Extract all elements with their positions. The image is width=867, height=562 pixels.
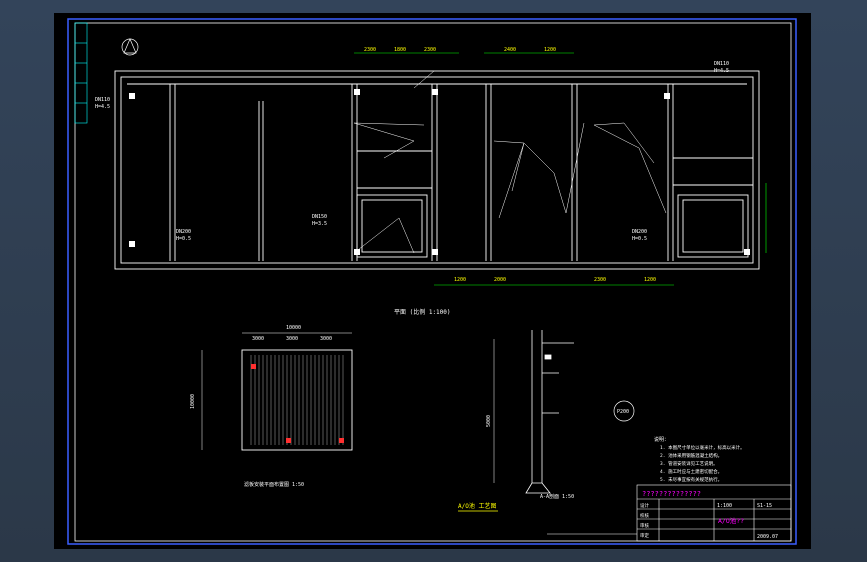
detail-left[interactable] <box>201 332 353 451</box>
detail-mid-caption: A-A剖面 1:50 <box>540 493 574 500</box>
title-project: ?????????????? <box>642 490 701 498</box>
detail-left-total: 10000 <box>286 325 301 331</box>
title-date: 2009.07 <box>757 534 778 540</box>
title-row-4: 审定 <box>640 532 649 539</box>
notes-line-5: 5. 未尽事宜按有关规范执行。 <box>660 476 722 483</box>
dim-top-1: 2300 <box>364 47 376 53</box>
dim-top-3: 2300 <box>424 47 436 53</box>
dim-top-4: 2400 <box>504 47 516 53</box>
plan-label-8: H=0.5 <box>632 236 647 242</box>
title-sheet: S1-15 <box>757 503 772 509</box>
dim-bottom-2: 2000 <box>494 277 506 283</box>
detail-left-dim-2: 3000 <box>286 336 298 342</box>
dim-top-2: 1800 <box>394 47 406 53</box>
notes-line-4: 4. 施工时应与土建密切配合。 <box>660 468 722 475</box>
detail-left-side: 10000 <box>190 394 196 409</box>
plan-dimension-lines <box>354 52 767 286</box>
plan-title: 平面 (比例 1:100) <box>394 308 451 316</box>
dim-bottom-4: 1200 <box>644 277 656 283</box>
title-row-3: 审核 <box>640 522 649 529</box>
plan-label-9: DN110 <box>714 61 729 67</box>
detail-callout-icon <box>613 400 635 422</box>
plan-label-3: DN200 <box>176 229 191 235</box>
notes-line-2: 2. 池体采用钢筋混凝土结构。 <box>660 452 722 459</box>
drawing-sheet[interactable]: 2300 1800 2300 2400 1200 DN110 H=4.5 DN2… <box>54 13 811 549</box>
title-block[interactable] <box>636 484 792 542</box>
plan-label-6: H=3.5 <box>312 221 327 227</box>
inner-frame <box>74 22 792 542</box>
notes-line-1: 1. 本图尺寸单位以毫米计，标高以米计。 <box>660 444 745 451</box>
plan-label-7: DN200 <box>632 229 647 235</box>
plan-label-4: H=0.5 <box>176 236 191 242</box>
detail-mid[interactable] <box>493 330 574 494</box>
binding-strip <box>74 22 88 124</box>
plan-label-2: H=4.5 <box>95 104 110 110</box>
plan-label-10: H=4.5 <box>714 68 729 74</box>
plan-leaders <box>353 70 667 254</box>
detail-left-caption: 滤板安装平面布置图 1:50 <box>244 481 304 488</box>
dim-bottom-3: 2300 <box>594 277 606 283</box>
detail-mid-side: 5000 <box>486 415 492 427</box>
detail-left-dim-1: 3000 <box>252 336 264 342</box>
drawing-canvas[interactable]: 2300 1800 2300 2400 1200 DN110 H=4.5 DN2… <box>54 13 811 549</box>
title-row-1: 设计 <box>640 502 649 509</box>
notes-line-3: 3. 管道安装详见工艺说明。 <box>660 460 718 467</box>
title-row-2: 校核 <box>640 512 649 519</box>
plan-markers <box>129 89 750 255</box>
plan-view[interactable] <box>114 70 760 270</box>
title-scale: 1:100 <box>717 503 732 509</box>
dim-bottom-1: 1200 <box>454 277 466 283</box>
detail-left-dim-3: 3000 <box>320 336 332 342</box>
sheet-frame <box>67 18 797 545</box>
dim-top-5: 1200 <box>544 47 556 53</box>
north-arrow-icon <box>121 38 139 56</box>
plan-label-1: DN110 <box>95 97 110 103</box>
plan-label-5: DN150 <box>312 214 327 220</box>
notes-heading: 说明： <box>654 436 669 443</box>
title-drawing: A/O池?? <box>718 516 744 525</box>
section-caption: A/O池 工艺图 <box>458 502 496 510</box>
callout-label: P200 <box>617 409 629 415</box>
